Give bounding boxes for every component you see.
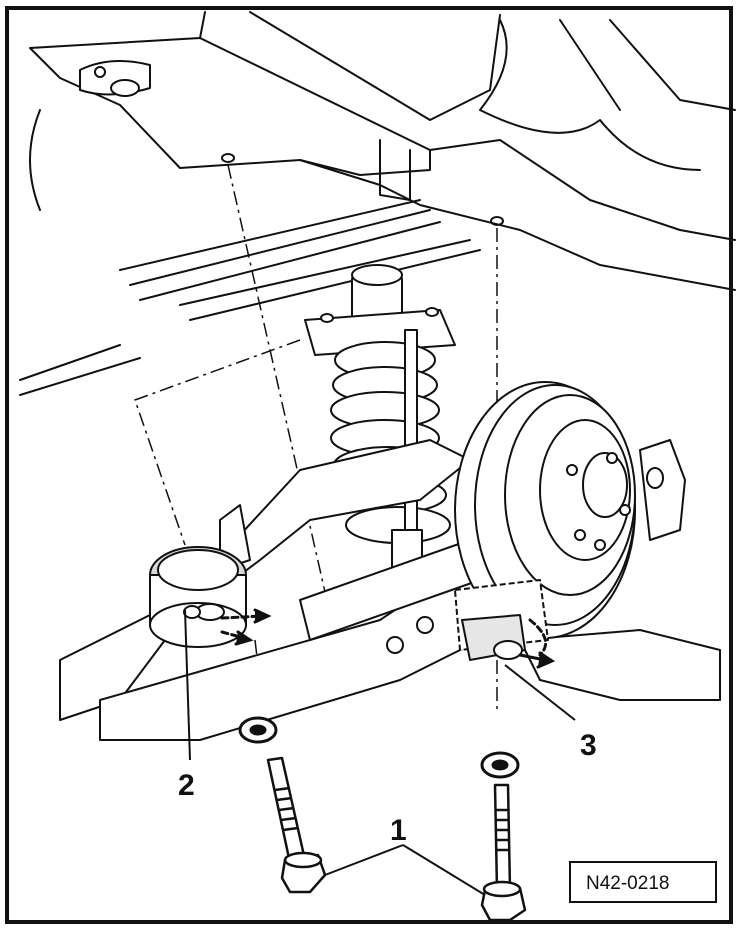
callout-2: 2 [178,769,195,802]
callout-1: 1 [390,814,407,847]
reference-box [569,861,717,903]
brake-disc-hub [454,381,686,639]
hex-bolts [266,756,527,922]
bonded-rubber-bushing-2 [149,546,247,648]
bushing-mount-3 [454,579,549,661]
washers [238,716,520,779]
removal-arrows [220,608,556,669]
leader-lines [184,609,576,896]
chassis-underbody [19,11,736,396]
callout-3: 3 [580,729,597,762]
reference-code: N42-0218 [586,873,669,894]
